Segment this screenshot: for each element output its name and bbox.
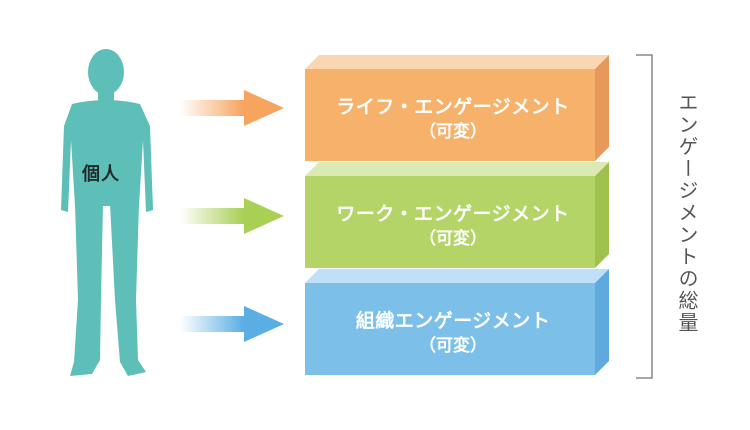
block-org: [305, 269, 609, 375]
block-life-label: ライフ・エンゲージメント （可変）: [305, 96, 601, 142]
block-work-title: ワーク・エンゲージメント: [336, 203, 570, 225]
block-org-title: 組織エンゲージメント: [355, 310, 551, 332]
block-life: [305, 55, 609, 161]
total-bracket: [636, 54, 653, 379]
arrow-to-work: [180, 198, 284, 234]
block-life-title: ライフ・エンゲージメント: [336, 96, 570, 118]
block-work-label: ワーク・エンゲージメント （可変）: [305, 203, 601, 249]
arrow-to-org: [180, 306, 284, 342]
block-org-label: 組織エンゲージメント （可変）: [305, 310, 601, 356]
block-org-note: （可変）: [419, 335, 487, 356]
arrow-to-life: [180, 90, 284, 126]
person-silhouette-icon: [61, 49, 153, 376]
block-life-note: （可変）: [419, 121, 487, 142]
total-engagement-label: エンゲージメントの総量: [675, 92, 699, 334]
block-work-note: （可変）: [419, 228, 487, 249]
person-label: 個人: [82, 164, 120, 185]
block-work: [305, 162, 609, 268]
